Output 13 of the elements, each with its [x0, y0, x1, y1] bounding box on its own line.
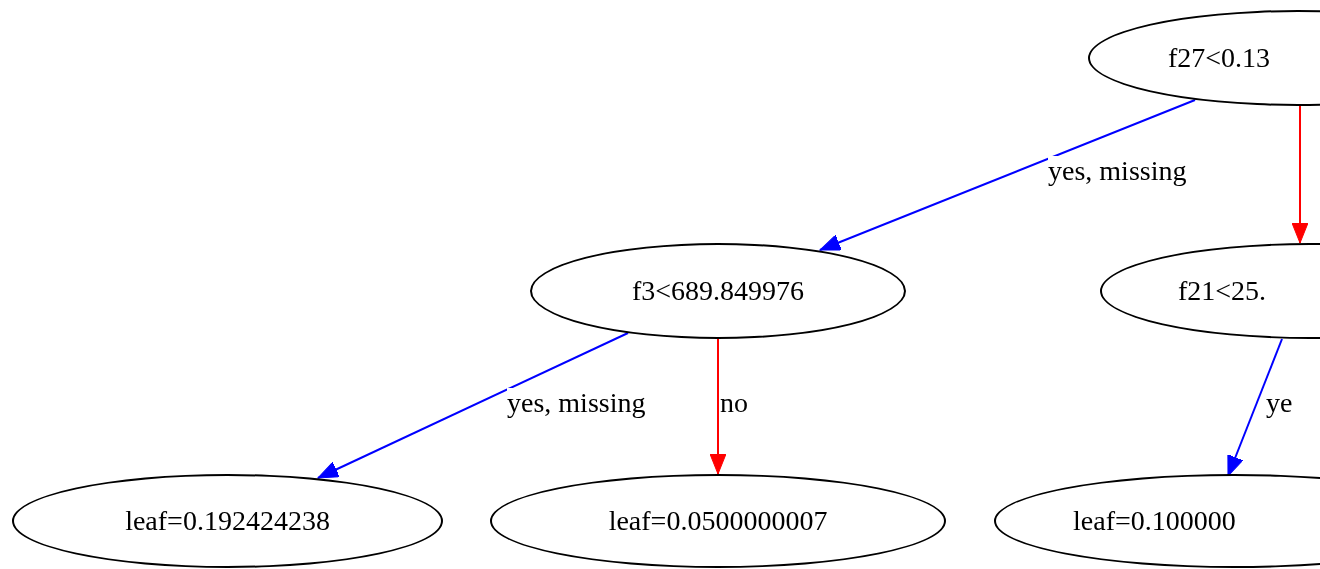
arrow [317, 332, 629, 479]
node-label: leaf=0.100000 [1073, 505, 1236, 537]
arrow [819, 99, 1196, 251]
node-label: f21<25. [1178, 275, 1267, 307]
arrow [1227, 338, 1283, 477]
edge-label: yes, missing [1048, 156, 1187, 187]
node-label: f27<0.13 [1168, 42, 1271, 74]
node-label: leaf=0.192424238 [125, 505, 330, 537]
node-label: f3<689.849976 [631, 275, 805, 307]
node-label: leaf=0.0500000007 [608, 505, 828, 537]
edge-label: yes, missing [507, 388, 646, 419]
arrow [709, 338, 727, 475]
arrow [1291, 105, 1309, 244]
